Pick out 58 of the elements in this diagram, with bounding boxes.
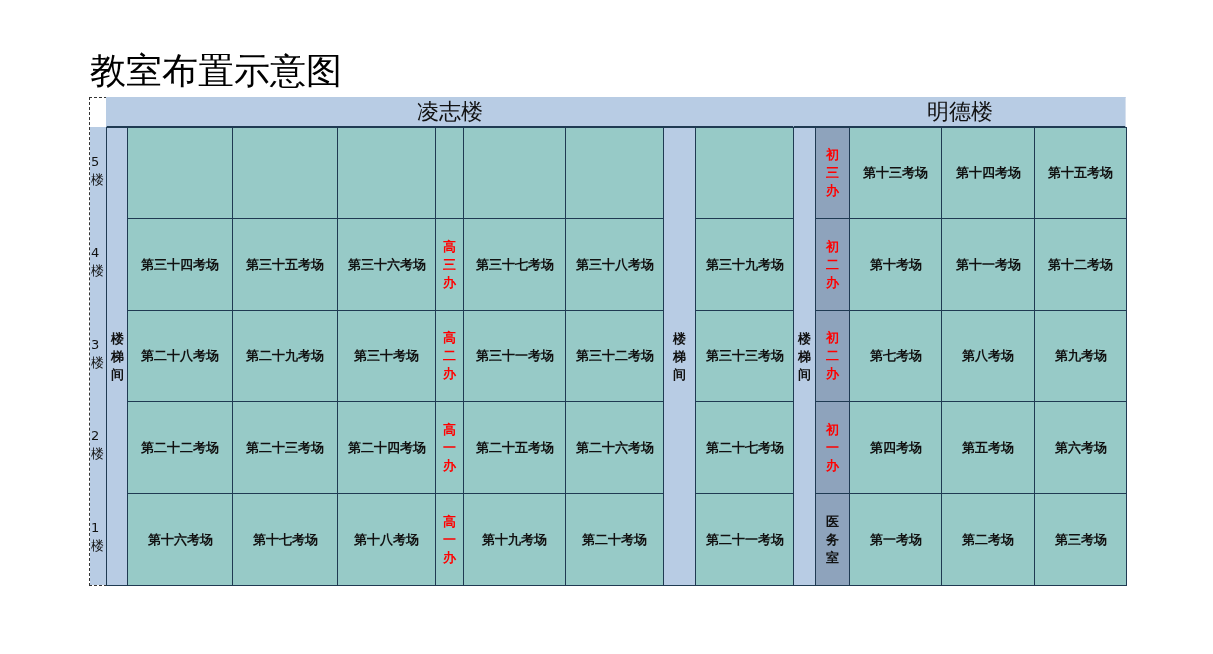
floor-label: 1楼 [90,519,105,555]
room-cell: 第三考场 [1034,493,1127,586]
office-cell: 初二办 [815,218,850,311]
floor-label: 3楼 [90,336,105,372]
room-cell: 第二十九考场 [232,310,338,402]
office-cell: 高三办 [435,218,464,311]
office-cell: 高一办 [435,493,464,586]
room-cell: 第二十七考场 [695,401,794,494]
floor-label: 4楼 [90,244,105,280]
room-cell: 第二十一考场 [695,493,794,586]
room-cell: 第六考场 [1034,401,1127,494]
room-cell: 第二考场 [941,493,1035,586]
room-cell: 第三十七考场 [463,218,566,311]
room-cell: 第十二考场 [1034,218,1127,311]
room-cell: 第十五考场 [1034,127,1127,219]
room-cell: 第三十八考场 [565,218,664,311]
room-cell: 第十一考场 [941,218,1035,311]
room-cell: 第三十三考场 [695,310,794,402]
room-cell: 第十八考场 [337,493,436,586]
office-cell: 初二办 [815,310,850,402]
room-cell: 第四考场 [849,401,942,494]
room-cell: 第八考场 [941,310,1035,402]
room-cell: 第二十五考场 [463,401,566,494]
office-cell: 高二办 [435,310,464,402]
room-cell: 第五考场 [941,401,1035,494]
room-cell: 第二十八考场 [127,310,233,402]
diagram-title: 教室布置示意图 [90,49,343,93]
office-cell: 高一办 [435,401,464,494]
room-cell: 第三十九考场 [695,218,794,311]
room-cell: 第三十四考场 [127,218,233,311]
room-cell: 第一考场 [849,493,942,586]
room-cell: 第三十一考场 [463,310,566,402]
room-cell: 第三十考场 [337,310,436,402]
room-cell: 第七考场 [849,310,942,402]
room-cell: 第二十三考场 [232,401,338,494]
floor-label: 5楼 [90,153,105,189]
room-cell: 第十考场 [849,218,942,311]
stairwell-cell: 楼梯间 [106,127,128,586]
room-cell: 第二十六考场 [565,401,664,494]
empty-room-cell [695,127,794,219]
office-cell: 初三办 [815,127,850,219]
room-cell: 第十六考场 [127,493,233,586]
building-header: 凌志楼 [106,97,794,128]
room-cell: 第十七考场 [232,493,338,586]
room-cell: 第二十考场 [565,493,664,586]
room-cell: 第二十四考场 [337,401,436,494]
office-cell: 初一办 [815,401,850,494]
room-cell: 第九考场 [1034,310,1127,402]
room-cell: 第三十二考场 [565,310,664,402]
room-cell: 第二十二考场 [127,401,233,494]
office-cell: 医务室 [815,493,850,586]
building-header: 明德楼 [793,97,1126,128]
room-cell: 第三十六考场 [337,218,436,311]
room-cell: 第十四考场 [941,127,1035,219]
floor-label: 2楼 [90,427,105,463]
room-cell: 第十三考场 [849,127,942,219]
room-cell: 第三十五考场 [232,218,338,311]
room-cell: 第十九考场 [463,493,566,586]
